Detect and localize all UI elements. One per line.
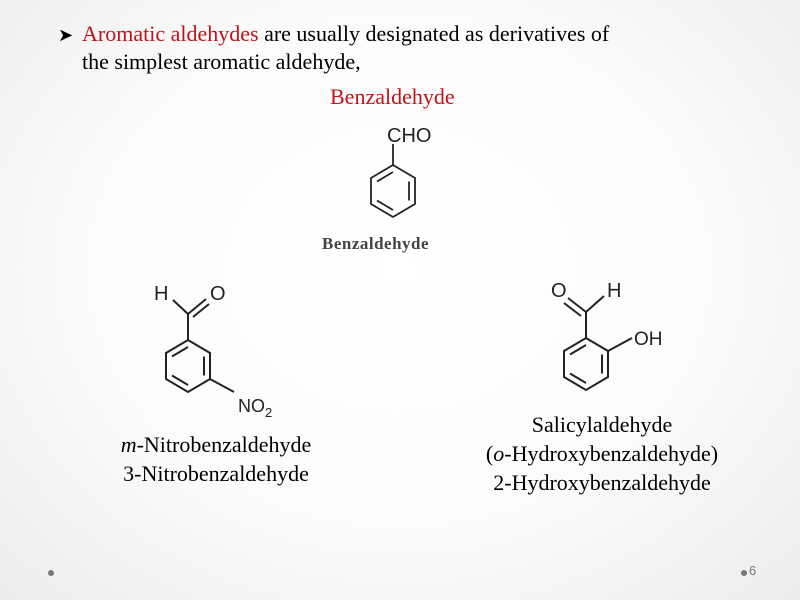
salicyl-name-line-2-rest: -Hydroxybenzaldehyde): [504, 441, 719, 466]
c-o-double-bond: [192, 303, 210, 318]
c-o-double-bond: [567, 297, 587, 313]
c-o-double-bond: [563, 302, 582, 317]
ring-double-bond: [376, 199, 394, 211]
salicylaldehyde-structure-svg: O H OH: [551, 280, 663, 392]
meta-prefix: m: [120, 432, 137, 457]
ring-double-bond: [171, 346, 189, 358]
bullet-line-1: Aromatic aldehydes are usually designate…: [82, 20, 748, 48]
ring-to-hydroxyl-bond: [607, 337, 633, 352]
nitrobenzaldehyde-structure: H O NO2: [148, 270, 298, 430]
nitrobenzaldehyde-structure-svg: H O NO2: [154, 283, 272, 420]
benzaldehyde-structure: CHO: [345, 118, 465, 236]
open-paren: (: [485, 441, 494, 466]
bullet-line-1-rest: are usually designated as derivatives of: [258, 21, 610, 46]
benzaldehyde-title: Benzaldehyde: [330, 84, 455, 109]
ring-double-bond: [376, 171, 394, 183]
ring-to-nitro-bond: [209, 378, 235, 393]
o-label: O: [551, 280, 567, 302]
nitro-name-rest: -Nitrobenzaldehyde: [136, 432, 312, 457]
c-h-bond: [585, 295, 605, 313]
h-label: H: [607, 280, 621, 302]
o-label: O: [210, 283, 226, 305]
c-o-double-bond: [187, 298, 207, 315]
nitro-name-line-2: 3-Nitrobenzaldehyde: [123, 461, 309, 486]
bullet-text-block: ➤ Aromatic aldehydes are usually designa…: [58, 20, 748, 76]
ring-double-bond: [569, 372, 587, 384]
arrow-bullet-icon: ➤: [58, 25, 74, 46]
nitro-name-line-1: m-Nitrobenzaldehyde: [96, 430, 336, 459]
benzaldehyde-structure-svg: CHO: [370, 125, 431, 219]
salicyl-name-line-3: 2-Hydroxybenzaldehyde: [493, 470, 711, 495]
salicyl-name-line-1: Salicylaldehyde: [531, 412, 673, 437]
nitro-label: NO2: [238, 396, 272, 420]
ring-double-bond: [569, 344, 587, 356]
c-h-bond: [172, 299, 189, 315]
left-decor-dot: [48, 570, 54, 576]
highlight-term: Aromatic aldehydes: [82, 21, 259, 46]
salicyl-name-line-2: (o-Hydroxybenzaldehyde): [452, 439, 752, 468]
h-label: H: [154, 283, 168, 305]
ring-double-bond: [171, 374, 189, 386]
bullet-line-2: the simplest aromatic aldehyde,: [82, 49, 361, 74]
benzaldehyde-caption: Benzaldehyde: [322, 234, 430, 253]
ortho-prefix: o: [493, 441, 505, 466]
oh-label: OH: [634, 329, 663, 350]
cho-label: CHO: [387, 125, 431, 147]
salicylaldehyde-structure: O H OH: [540, 270, 690, 420]
benzene-ring: [165, 338, 211, 394]
benzene-ring: [370, 163, 416, 219]
right-decor-dot: [741, 570, 747, 576]
salicylaldehyde-names: Salicylaldehyde (o-Hydroxybenzaldehyde) …: [452, 410, 752, 497]
page-number: 6: [749, 563, 757, 578]
nitrobenzaldehyde-names: m-Nitrobenzaldehyde 3-Nitrobenzaldehyde: [96, 430, 336, 488]
